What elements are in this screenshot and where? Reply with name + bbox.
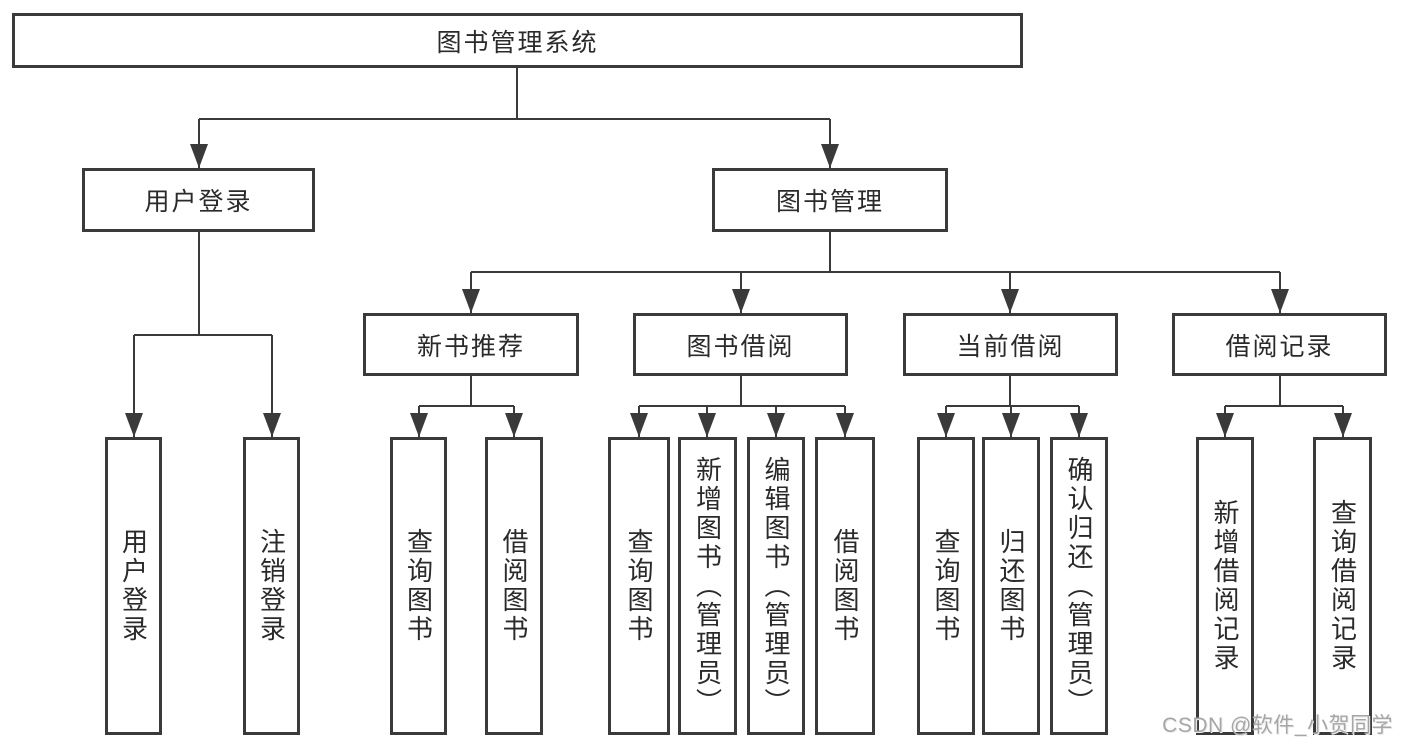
leaf-query-books-2: 查询图书 xyxy=(608,437,670,735)
node-borrow-records: 借阅记录 xyxy=(1172,313,1387,376)
leaf-return-books: 归还图书 xyxy=(982,437,1040,735)
leaf-confirm-return-admin: 确认归还（管理员） xyxy=(1050,437,1108,735)
leaf-add-borrow-record: 新增借阅记录 xyxy=(1196,437,1254,735)
node-user-login: 用户登录 xyxy=(82,168,315,232)
leaf-query-books-3: 查询图书 xyxy=(917,437,975,735)
leaf-borrow-books-1: 借阅图书 xyxy=(485,437,543,735)
watermark: CSDN @软件_小贺同学 xyxy=(1162,714,1393,737)
leaf-logout: 注销登录 xyxy=(243,437,300,735)
leaf-edit-book-admin: 编辑图书（管理员） xyxy=(747,437,805,735)
leaf-user-login: 用户登录 xyxy=(105,437,162,735)
connector-root-bus xyxy=(134,68,1343,407)
leaf-borrow-books-2: 借阅图书 xyxy=(815,437,875,735)
leaf-query-books-1: 查询图书 xyxy=(390,437,447,735)
node-current-borrow: 当前借阅 xyxy=(903,313,1118,376)
node-root-system: 图书管理系统 xyxy=(12,13,1023,68)
leaf-add-book-admin: 新增图书（管理员） xyxy=(678,437,737,735)
node-new-book-recommend: 新书推荐 xyxy=(363,313,579,376)
leaf-query-borrow-record: 查询借阅记录 xyxy=(1313,437,1372,735)
node-book-management: 图书管理 xyxy=(712,168,948,232)
node-book-borrow: 图书借阅 xyxy=(633,313,848,376)
